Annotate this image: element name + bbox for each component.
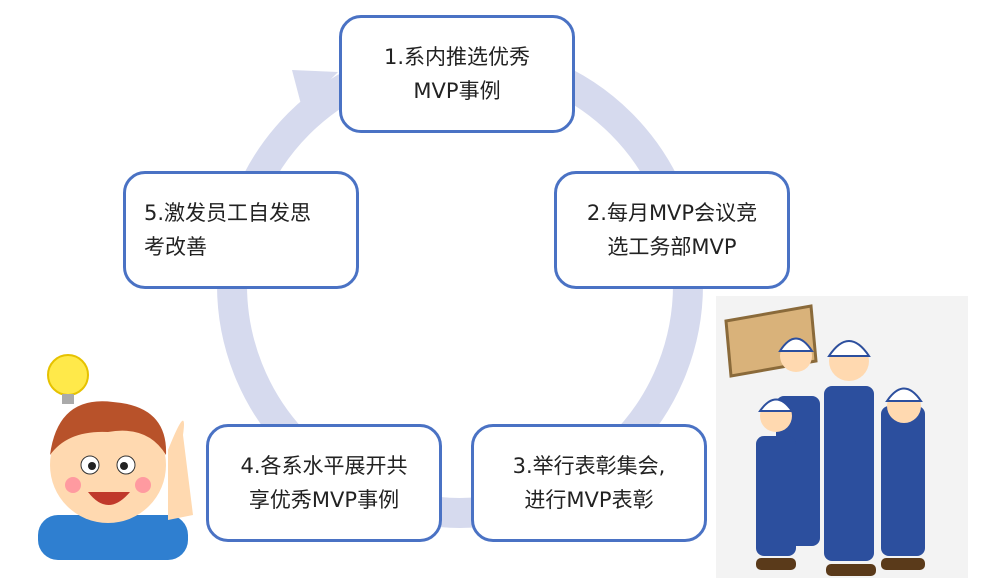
arrow-head-icon [292, 70, 338, 108]
step-4-line1: 4.各系水平展开共 [240, 454, 408, 478]
step-1-box: 1.系内推选优秀 MVP事例 [339, 15, 575, 133]
step-4-line2: 享优秀MVP事例 [248, 488, 400, 512]
step-2-box: 2.每月MVP会议竞 选工务部MVP [554, 171, 790, 289]
step-3-line2: 进行MVP表彰 [524, 488, 654, 512]
boy-lightbulb-illustration [38, 354, 193, 560]
step-3-box: 3.举行表彰集会, 进行MVP表彰 [471, 424, 707, 542]
step-1-line1: 1.系内推选优秀 [383, 45, 531, 69]
step-5-line1: 5.激发员工自发思 [144, 201, 312, 225]
step-3-line1: 3.举行表彰集会, [512, 454, 666, 478]
step-1-line2: MVP事例 [413, 79, 501, 103]
step-4-box: 4.各系水平展开共 享优秀MVP事例 [206, 424, 442, 542]
step-2-line2: 选工务部MVP [607, 235, 737, 259]
step-5-box: 5.激发员工自发思 考改善 [123, 171, 359, 289]
step-2-line1: 2.每月MVP会议竞 [586, 201, 758, 225]
step-5-line2: 考改善 [144, 235, 207, 259]
workers-illustration [716, 296, 968, 578]
lightbulb-icon [47, 354, 89, 396]
